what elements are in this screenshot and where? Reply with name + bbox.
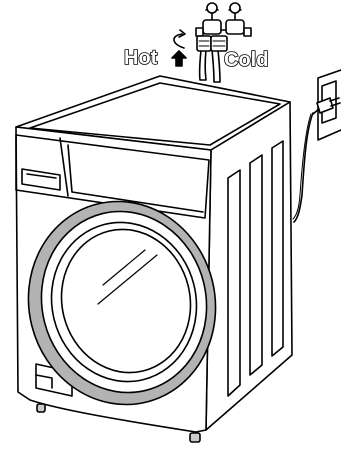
hot-label: Hot (124, 47, 158, 69)
arrow-up-icon (172, 51, 186, 66)
cold-water-hose (212, 50, 220, 82)
power-cord (294, 113, 313, 222)
hot-water-hose (200, 50, 206, 80)
cold-label: Cold (224, 49, 268, 71)
